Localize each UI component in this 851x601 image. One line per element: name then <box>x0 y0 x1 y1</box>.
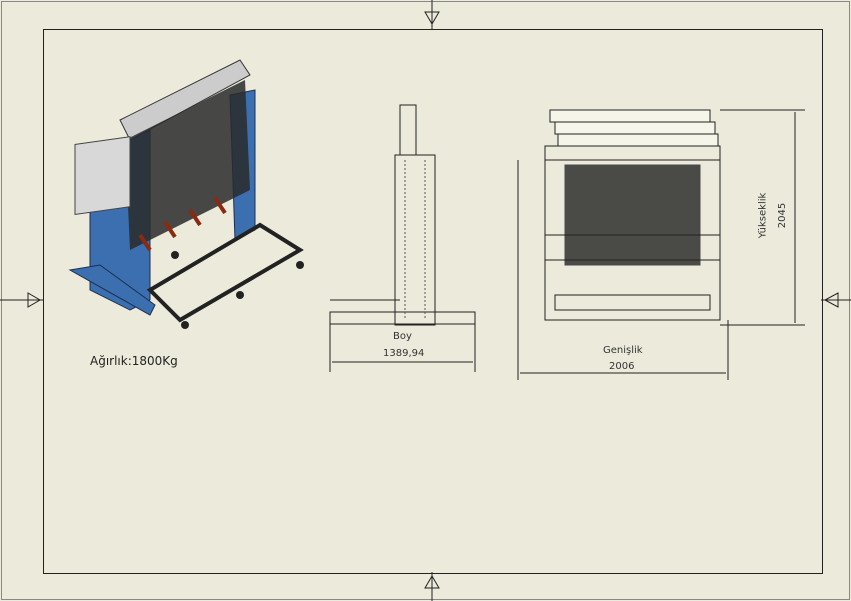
width-dim-value: 2006 <box>609 361 635 372</box>
front-view <box>517 109 805 380</box>
center-mark-left <box>0 292 43 308</box>
weight-label: Ağırlık:1800Kg <box>90 354 178 368</box>
height-dim-label: Yükseklik <box>757 192 769 239</box>
side-dim-value: 1389,94 <box>383 348 425 359</box>
width-dim-label: Genişlik <box>603 345 643 356</box>
side-dim-label: Boy <box>393 331 412 342</box>
center-mark-right <box>821 292 851 308</box>
isometric-machine-view <box>68 59 304 329</box>
center-mark-bottom <box>424 572 440 601</box>
center-mark-top <box>424 0 440 29</box>
height-dim-value: 2045 <box>777 202 789 229</box>
side-view <box>329 104 476 372</box>
drawing-frame <box>43 29 823 574</box>
